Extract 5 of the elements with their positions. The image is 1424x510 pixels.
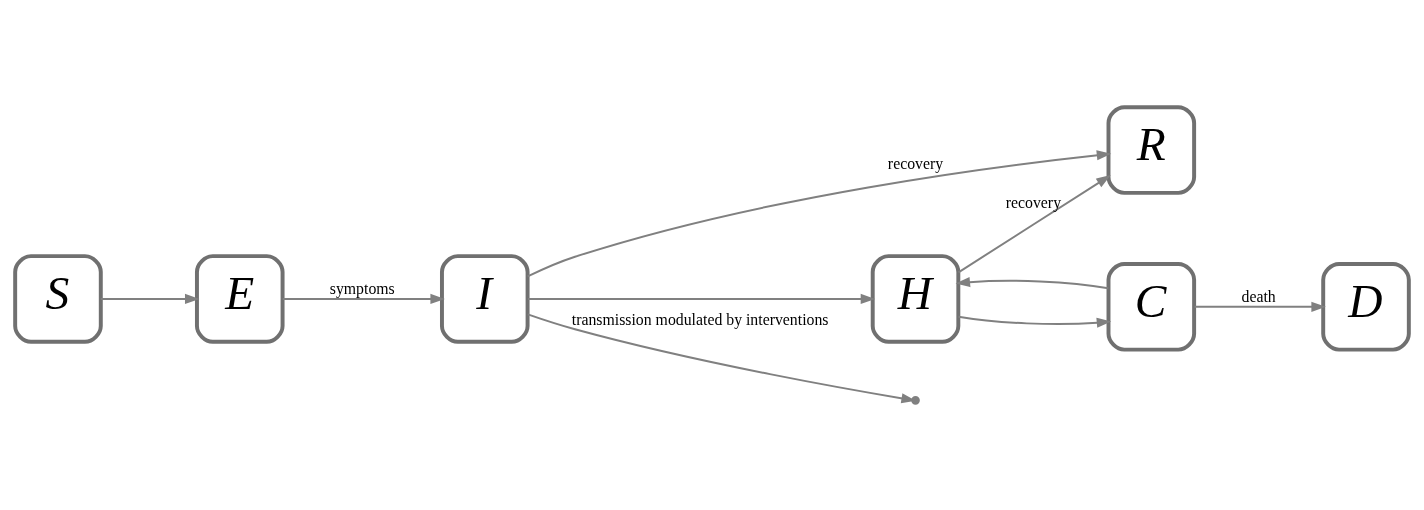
edge-label: recovery [887,155,944,173]
edge-label: recovery [1005,193,1062,211]
edge-label: death [1241,288,1276,306]
edge-label: symptoms [329,280,395,298]
edge-label: transmission modulated by interventions [571,310,829,328]
